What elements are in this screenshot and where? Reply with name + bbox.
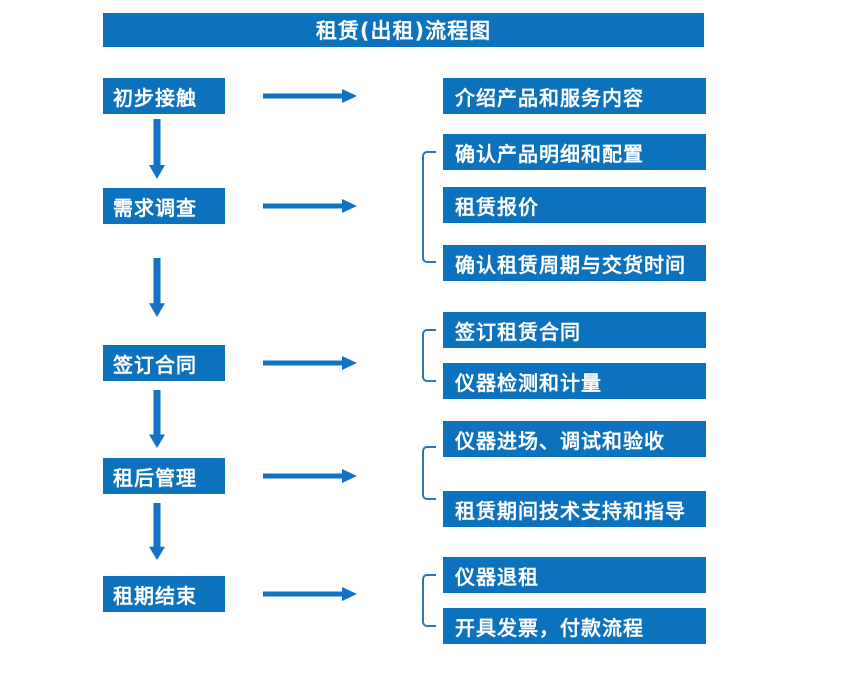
arrow-right-icon — [263, 469, 357, 483]
stage-box-demand-survey: 需求调查 — [103, 188, 225, 224]
detail-box-invoice-payment-process: 开具发票，付款流程 — [443, 608, 706, 644]
detail-box-confirm-product-details-config: 确认产品明细和配置 — [443, 134, 706, 170]
detail-box-sign-rental-contract: 签订租赁合同 — [443, 312, 706, 348]
stage-box-rental-end: 租期结束 — [103, 576, 225, 612]
detail-box-rental-tech-support: 租赁期间技术支持和指导 — [443, 491, 706, 527]
stage-label-sign-contract: 签订合同 — [113, 352, 197, 377]
arrow-down-icon — [149, 503, 165, 560]
stage-label-initial-contact: 初步接触 — [113, 85, 197, 110]
stage-box-post-rental-management: 租后管理 — [103, 458, 225, 494]
detail-label: 介绍产品和服务内容 — [455, 85, 644, 110]
bracket-connector — [422, 151, 436, 263]
detail-box-confirm-rental-period-delivery: 确认租赁周期与交货时间 — [443, 245, 706, 281]
stage-label-demand-survey: 需求调查 — [113, 195, 197, 220]
bracket-connector — [422, 446, 436, 500]
arrow-right-icon — [263, 587, 357, 601]
page-title: 租赁(出租)流程图 — [315, 19, 492, 43]
detail-label: 仪器检测和计量 — [455, 370, 602, 395]
detail-label: 租赁期间技术支持和指导 — [455, 498, 686, 523]
arrow-down-icon — [149, 390, 165, 448]
arrow-down-icon — [149, 119, 165, 179]
stage-box-sign-contract: 签订合同 — [103, 345, 225, 381]
title-bar: 租赁(出租)流程图 — [103, 13, 704, 47]
detail-label: 租赁报价 — [455, 194, 539, 219]
detail-label: 仪器退租 — [455, 564, 539, 589]
detail-box-instrument-entry-debug-acceptance: 仪器进场、调试和验收 — [443, 421, 706, 457]
arrow-down-icon — [149, 258, 165, 317]
stage-label-post-rental-management: 租后管理 — [113, 465, 197, 490]
detail-label: 开具发票，付款流程 — [455, 615, 644, 640]
detail-box-introduce-products-services: 介绍产品和服务内容 — [443, 78, 706, 114]
stage-box-initial-contact: 初步接触 — [103, 78, 225, 114]
bracket-connector — [422, 329, 436, 382]
bracket-connector — [422, 574, 436, 627]
arrow-right-icon — [263, 89, 357, 103]
detail-label: 确认产品明细和配置 — [455, 141, 644, 166]
detail-label: 确认租赁周期与交货时间 — [455, 252, 686, 277]
arrow-right-icon — [263, 356, 357, 370]
detail-box-instrument-return: 仪器退租 — [443, 557, 706, 593]
detail-box-rental-quote: 租赁报价 — [443, 187, 706, 223]
arrow-right-icon — [263, 199, 357, 213]
detail-box-instrument-inspection-metering: 仪器检测和计量 — [443, 363, 706, 399]
stage-label-rental-end: 租期结束 — [113, 583, 197, 608]
detail-label: 签订租赁合同 — [455, 319, 581, 344]
detail-label: 仪器进场、调试和验收 — [455, 428, 665, 453]
